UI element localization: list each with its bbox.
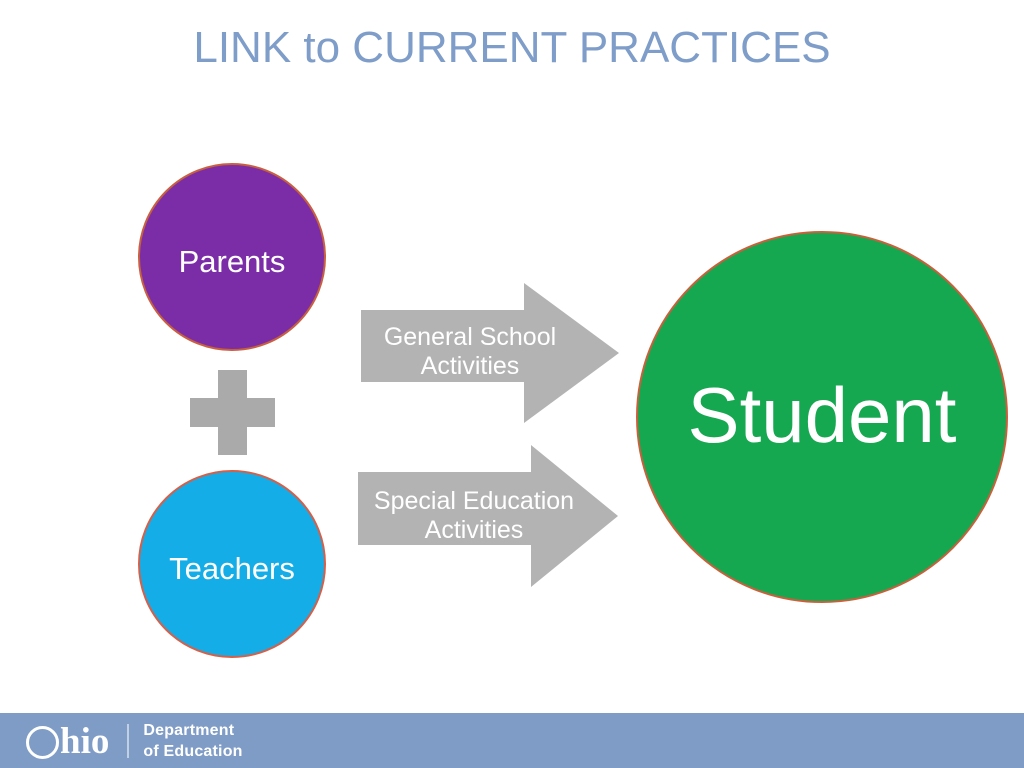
node-student[interactable]: Student xyxy=(636,231,1008,603)
ohio-department-of-education-logo: hio Department of Education xyxy=(26,719,243,763)
right-arrow-icon xyxy=(358,445,618,587)
ohio-wordmark-text: hio xyxy=(60,720,110,762)
department-line1: Department xyxy=(143,721,235,739)
ohio-o-ring-icon xyxy=(26,725,59,759)
arrow-general-school-activities: General School Activities xyxy=(359,281,621,425)
page-title: LINK to CURRENT PRACTICES xyxy=(193,23,831,72)
logo-divider xyxy=(127,724,130,758)
node-teachers[interactable]: Teachers xyxy=(138,470,326,658)
node-parents[interactable]: Parents xyxy=(138,163,326,351)
plus-icon-vertical-bar xyxy=(218,370,247,455)
plus-icon xyxy=(190,370,275,455)
department-line2: of Education xyxy=(143,743,243,760)
department-name: Department of Education xyxy=(143,720,242,762)
right-arrow-icon xyxy=(361,283,619,423)
footer-band: hio Department of Education xyxy=(0,713,1024,768)
node-parents-label: Parents xyxy=(178,244,286,279)
node-student-label: Student xyxy=(687,370,957,459)
node-teachers-label: Teachers xyxy=(169,551,295,586)
arrow-special-education-activities: Special Education Activities xyxy=(356,443,620,589)
ohio-wordmark: hio xyxy=(26,723,109,760)
